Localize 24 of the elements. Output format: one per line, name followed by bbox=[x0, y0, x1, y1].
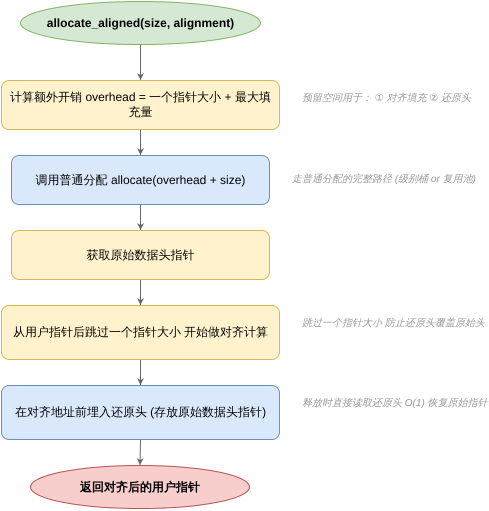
box-label: allocate_aligned(size, alignment) bbox=[46, 16, 236, 30]
note-text: 跳过一个指针大小 防止还原头覆盖原始头 bbox=[302, 316, 485, 330]
process-box bbox=[1, 305, 280, 360]
arrow bbox=[137, 360, 144, 386]
process-box bbox=[11, 230, 270, 280]
box-label: 从用户指针后跳过一个指针大小 开始做对齐计算 bbox=[12, 325, 270, 340]
arrow bbox=[137, 204, 144, 230]
arrow bbox=[137, 280, 144, 306]
note-text: 释放时直接读取还原头 O(1) 恢复原始指针 bbox=[302, 396, 488, 410]
process-box bbox=[11, 155, 270, 205]
end-ellipse bbox=[30, 465, 250, 509]
start-ellipse bbox=[20, 1, 261, 45]
box-label: 调用普通分配 allocate(overhead + size) bbox=[34, 172, 246, 188]
box-label: 计算额外开销 overhead = 一个指针大小 + 最大填充量 bbox=[9, 90, 272, 120]
note-text: 预留空间用于： ① 对齐填充 ② 还原头 bbox=[302, 92, 472, 105]
box-label: 获取原始数据头指针 bbox=[86, 248, 196, 262]
arrow bbox=[137, 44, 144, 80]
process-box bbox=[1, 385, 280, 440]
arrow bbox=[137, 130, 144, 156]
box-label: 返回对齐后的用户指针 bbox=[79, 480, 201, 494]
arrow bbox=[136, 440, 144, 466]
note-text: 走普通分配的完整路径 (级别桶 or 复用池) bbox=[292, 172, 476, 186]
box-label: 在对齐地址前埋入还原头 (存放原始数据头指针) bbox=[14, 405, 268, 420]
process-box bbox=[1, 80, 280, 130]
